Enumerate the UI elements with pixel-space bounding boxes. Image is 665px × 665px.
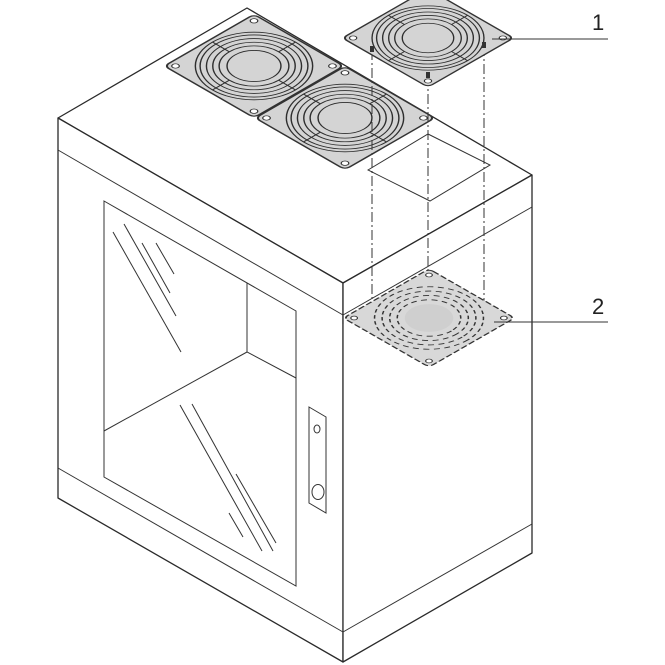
roof-cutout (366, 133, 492, 202)
fan-screws (370, 42, 486, 78)
callout-1-label: 1 (592, 10, 605, 35)
callout-2-label: 2 (592, 294, 605, 319)
assembly-guide-lines (371, 46, 485, 318)
glass-door (103, 200, 297, 587)
door-lock (308, 406, 327, 514)
